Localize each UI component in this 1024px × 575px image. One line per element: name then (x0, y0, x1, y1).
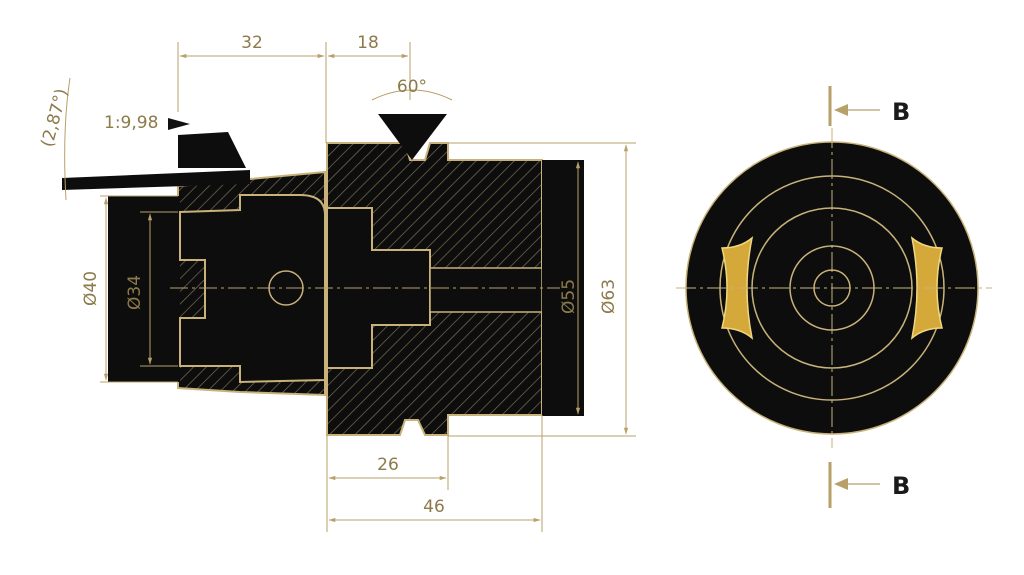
taper-wedge (178, 132, 246, 168)
dim-taper-ratio: 1:9,98 (104, 113, 158, 133)
dim-dia34: Ø34 (125, 275, 145, 310)
taper-strip (62, 170, 250, 190)
dim-18: 18 (357, 33, 379, 53)
dim-dia55: Ø55 (559, 279, 579, 314)
center-rod (429, 267, 543, 313)
section-marker-bottom: B (828, 462, 910, 508)
dim-60deg: 60° (397, 77, 427, 97)
end-view (676, 128, 992, 448)
dim-dia40: Ø40 (81, 271, 101, 306)
section-view (62, 114, 584, 436)
bore-40 (108, 196, 180, 382)
dim-32: 32 (241, 33, 263, 53)
dimensions: 32 18 60° (2,87°) 1:9,98 Ø40 Ø34 Ø55 Ø63 (38, 33, 636, 532)
section-label-bottom: B (892, 472, 910, 500)
section-label-top: B (892, 98, 910, 126)
dim-46: 46 (423, 497, 445, 517)
section-marker-top: B (828, 86, 910, 126)
dim-taper-angle: (2,87°) (38, 87, 73, 150)
v-notch (378, 114, 447, 160)
left-lug (721, 236, 754, 340)
dim-26: 26 (377, 455, 399, 475)
dim-dia63: Ø63 (599, 279, 619, 314)
